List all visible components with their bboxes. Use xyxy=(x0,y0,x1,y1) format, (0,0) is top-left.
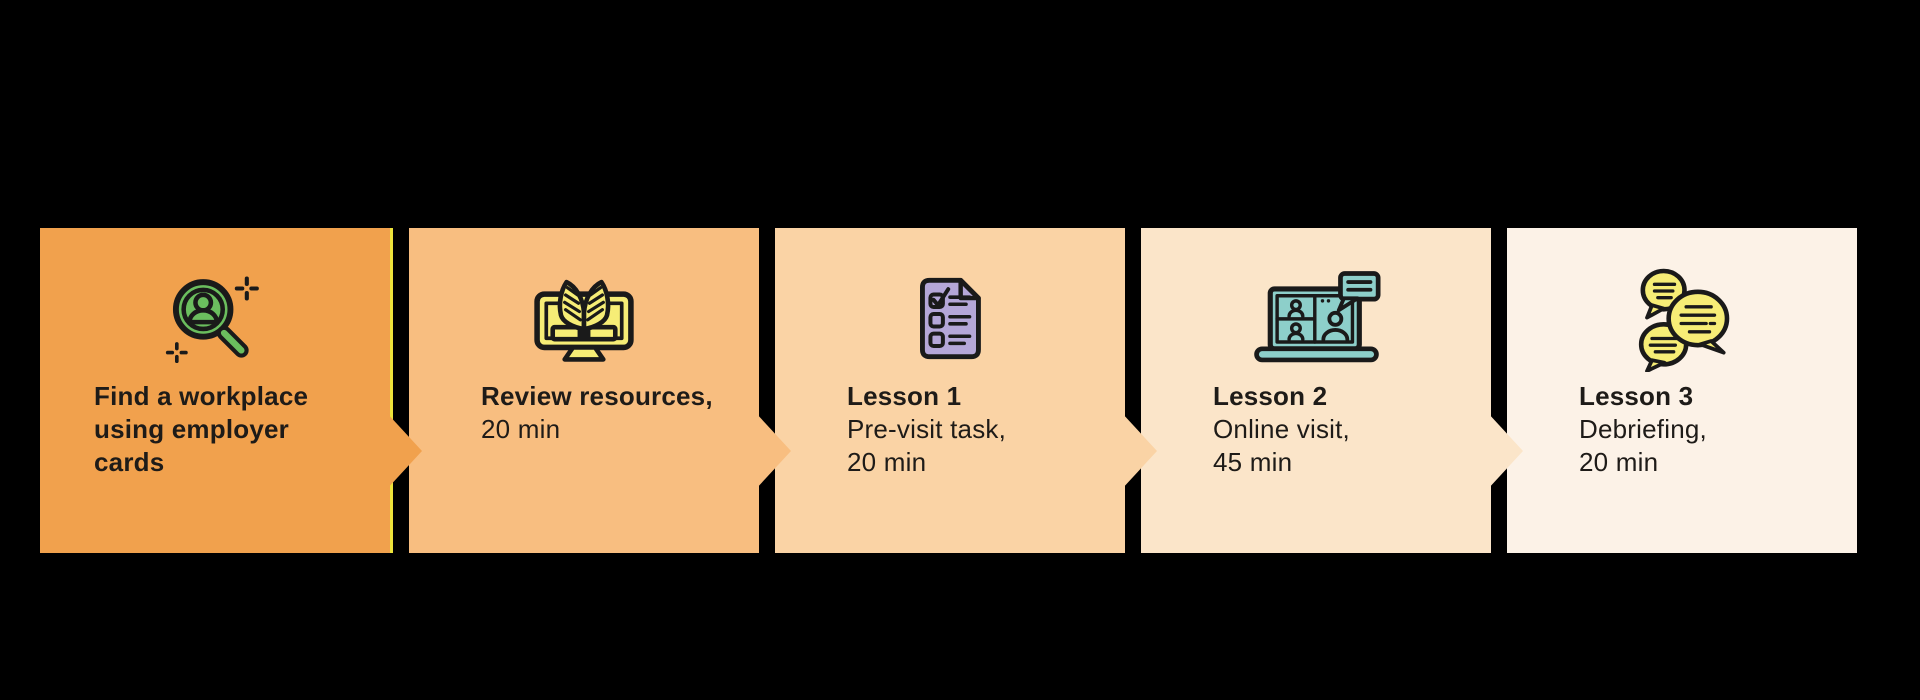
step-title-line: Lesson 1 xyxy=(847,381,962,411)
step-title-line: using employer xyxy=(94,414,289,444)
step-detail-line: Pre-visit task, xyxy=(847,414,1007,444)
magnifier-user-icon xyxy=(165,275,259,363)
step-title-line: Lesson 3 xyxy=(1579,381,1694,411)
checklist-document-icon xyxy=(775,270,1125,366)
step-card-find-workplace: Find a workplace using employer cards xyxy=(40,228,422,553)
step-text: Review resources, 20 min xyxy=(409,380,759,446)
speech-bubbles-icon xyxy=(1638,268,1730,372)
step-text: Find a workplace using employer cards xyxy=(40,380,390,479)
magnifier-user-icon xyxy=(40,270,390,366)
speech-bubbles-icon xyxy=(1507,268,1857,372)
checklist-document-icon xyxy=(920,277,981,359)
process-flow: Find a workplace using employer cards xyxy=(40,228,1857,553)
step-detail-line: 45 min xyxy=(1213,447,1293,477)
sparkle-icon xyxy=(234,275,259,301)
step-title-line: Lesson 2 xyxy=(1213,381,1328,411)
step-card-lesson-2: Lesson 2 Online visit, 45 min xyxy=(1141,228,1523,553)
step-card-lesson-1: Lesson 1 Pre-visit task, 20 min xyxy=(775,228,1157,553)
step-detail-line: Debriefing, xyxy=(1579,414,1707,444)
step-detail-line: Online visit, xyxy=(1213,414,1350,444)
step-text: Lesson 2 Online visit, 45 min xyxy=(1141,380,1491,479)
laptop-video-call-icon xyxy=(1141,270,1491,366)
step-title-line: cards xyxy=(94,447,165,477)
step-detail-line: 20 min xyxy=(481,414,561,444)
monitor-book-icon xyxy=(409,270,759,366)
step-title-line: Find a workplace xyxy=(94,381,309,411)
monitor-book-icon xyxy=(534,279,634,362)
laptop-video-call-icon xyxy=(1253,271,1381,363)
sparkle-icon xyxy=(165,341,188,363)
step-detail-line: 20 min xyxy=(1579,447,1659,477)
step-card-review-resources: Review resources, 20 min xyxy=(409,228,791,553)
step-text: Lesson 3 Debriefing, 20 min xyxy=(1507,380,1857,479)
step-card-lesson-3: Lesson 3 Debriefing, 20 min xyxy=(1507,228,1857,553)
step-detail-line: 20 min xyxy=(847,447,927,477)
step-text: Lesson 1 Pre-visit task, 20 min xyxy=(775,380,1125,479)
step-title-line: Review resources, xyxy=(481,381,713,411)
